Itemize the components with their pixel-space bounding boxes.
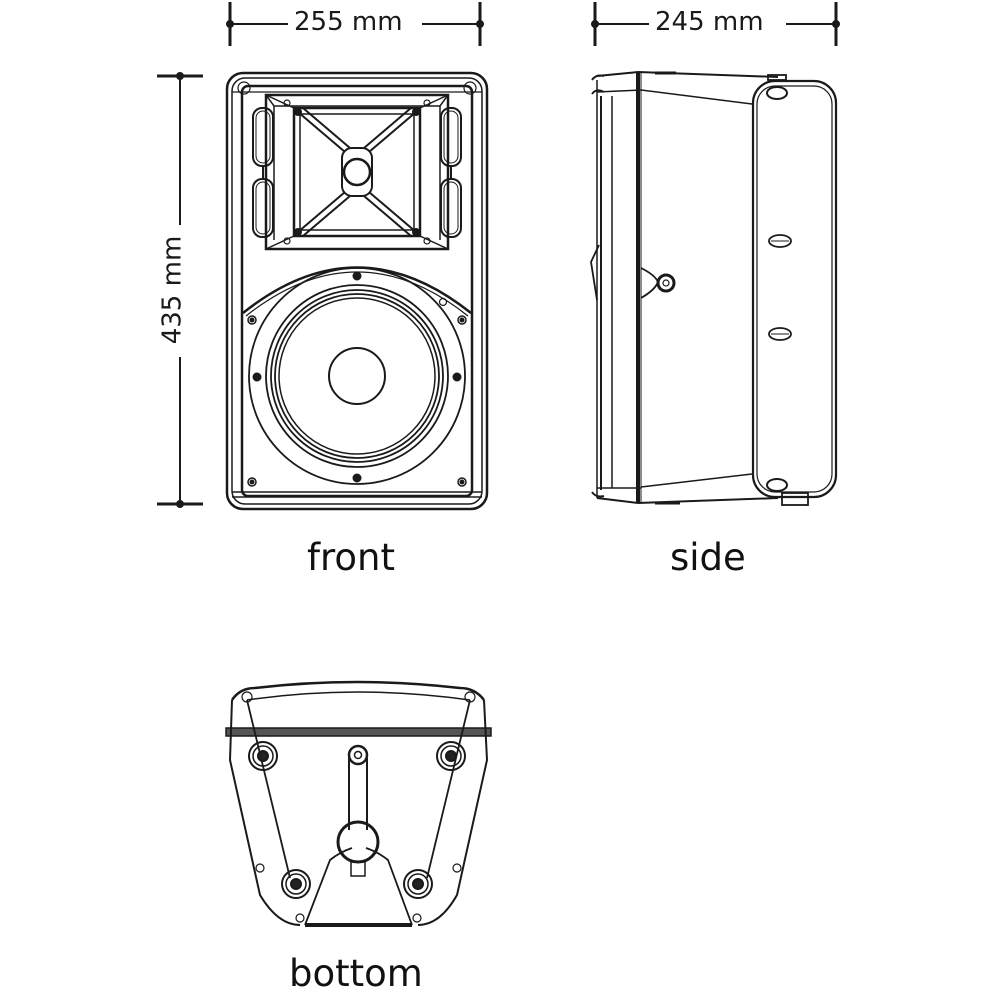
height-dimension-line	[157, 72, 203, 508]
width-dimension-label: 255 mm	[288, 7, 409, 37]
width-dimension-line	[226, 2, 484, 46]
horn-tweeter	[264, 93, 450, 251]
side-view-drawing	[590, 71, 838, 506]
bottom-view-drawing	[225, 680, 492, 927]
height-dimension-label: 435 mm	[157, 229, 188, 351]
bottom-view-label: bottom	[289, 952, 423, 995]
depth-dimension-label: 245 mm	[649, 7, 770, 37]
woofer	[242, 266, 472, 487]
side-view-label: side	[670, 536, 746, 579]
depth-dimension-line	[591, 2, 840, 46]
front-side-slots	[252, 107, 462, 238]
front-view-label: front	[307, 536, 396, 579]
front-view-drawing	[225, 71, 489, 511]
